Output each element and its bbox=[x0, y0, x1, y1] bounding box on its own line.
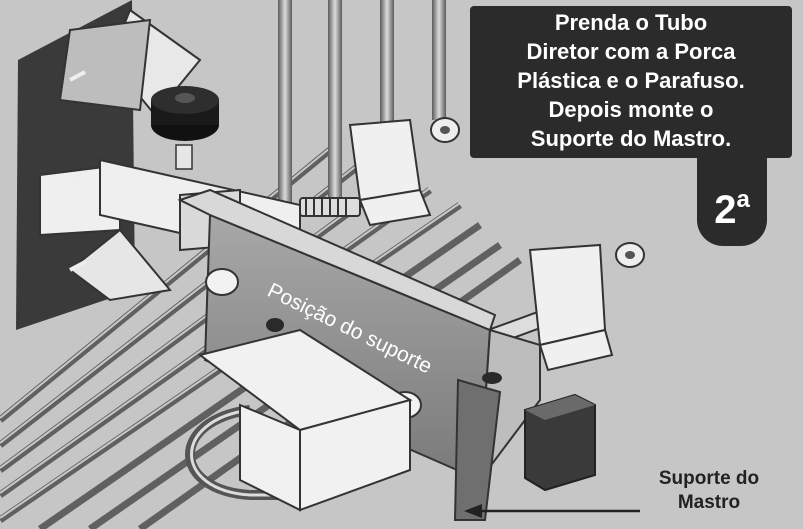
instruction-line: Diretor com a Porca bbox=[526, 39, 736, 64]
step-badge bbox=[697, 150, 767, 246]
lower-clamp-block bbox=[197, 328, 413, 512]
mast-label-line: Suporte do bbox=[658, 468, 760, 489]
instruction-line: Plástica e o Parafuso. bbox=[517, 68, 745, 93]
vertical-rods bbox=[278, 0, 446, 240]
washer-right bbox=[615, 242, 645, 268]
washer-upper bbox=[430, 117, 460, 143]
instruction-line: Depois monte o bbox=[548, 97, 714, 122]
instruction-line: Prenda o Tubo bbox=[554, 10, 708, 35]
instruction-line: Suporte do Mastro. bbox=[530, 126, 732, 151]
mast-label-line: Mastro bbox=[677, 492, 741, 513]
instruction-text: Prenda o Tubo Diretor com a Porca Plásti… bbox=[470, 8, 792, 153]
mast-bracket-plate bbox=[177, 188, 541, 521]
step-number-suffix: a bbox=[736, 186, 750, 213]
step-number-digit: 2 bbox=[714, 188, 737, 232]
dipole-panel bbox=[16, 0, 202, 330]
plastic-nut bbox=[151, 86, 219, 141]
end-cap bbox=[524, 393, 596, 492]
mast-bracket-label: Suporte do Mastro bbox=[620, 467, 798, 515]
mast-pointer-arrow bbox=[464, 504, 640, 518]
clamp-right bbox=[528, 243, 614, 372]
step-number: 2a bbox=[697, 186, 767, 233]
spring-screw-upper bbox=[299, 197, 361, 217]
clamp-upper bbox=[348, 118, 432, 227]
instruction-callout bbox=[470, 6, 792, 158]
